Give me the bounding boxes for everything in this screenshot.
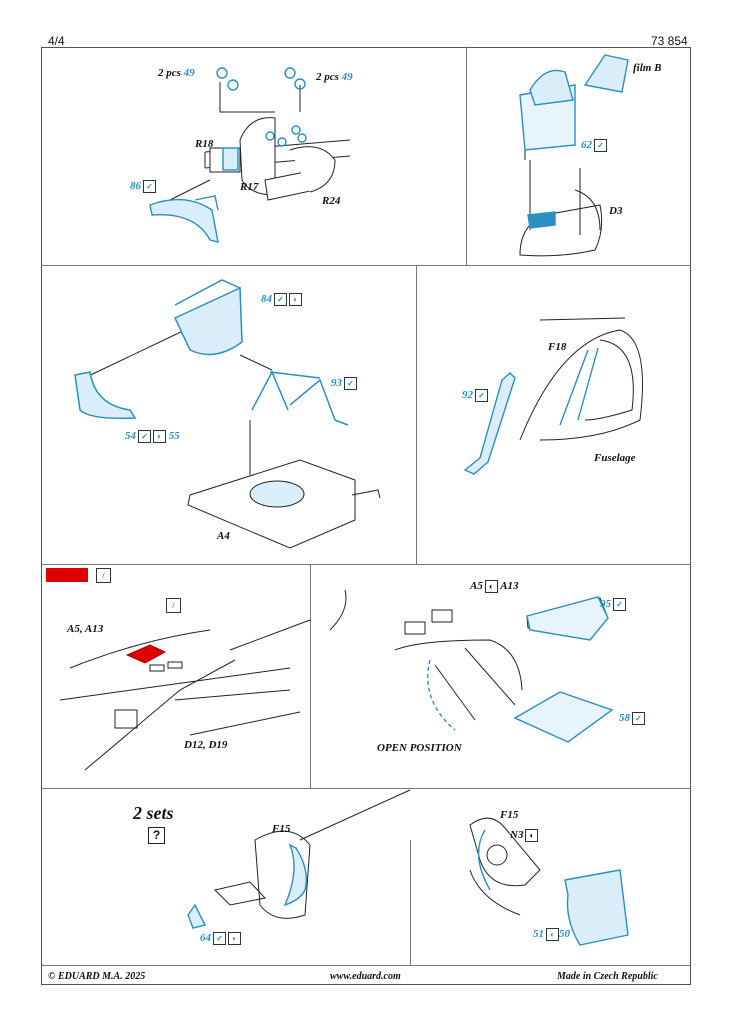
label-2pcs-right: 2 pcs 49 [316,71,353,83]
bend-icon: ✓ [143,180,156,193]
label-part-62: 62✓ [581,139,607,152]
footer-made-in: Made in Czech Republic [557,971,658,982]
bend-icon: ✓ [213,932,226,945]
footer-url: www.eduard.com [330,971,401,982]
label-r18: R18 [195,138,214,150]
divider [310,564,311,788]
bend-icon: ✓ [138,430,151,443]
flip-icon: ◐ [153,430,166,443]
paint-brush-icon: / [96,568,111,583]
flip-icon: ◐ [546,928,559,941]
label-a5-a13: A5, A13 [67,623,104,635]
question-box: ? [148,827,165,844]
label-n3: N3◐ [510,829,539,842]
label-part-54-55: 54✓◐ 55 [125,430,180,443]
label-open-position: OPEN POSITION [377,742,462,754]
label-d12-d19: D12, D19 [184,739,228,751]
label-film-b: film B [633,62,662,74]
bend-icon: ✓ [274,293,287,306]
label-a5-a13-flip: A5◐ A13 [470,580,519,593]
label-f15: F15 [272,823,291,835]
divider [41,788,691,789]
bend-icon: ✓ [594,139,607,152]
divider [466,47,467,265]
product-code: 73 854 [651,34,688,48]
label-part-92: 92✓ [462,389,488,402]
label-part-86: 86✓ [130,180,156,193]
divider [41,564,691,565]
label-part-93: 93✓ [331,377,357,390]
instruction-frame [41,47,691,985]
divider [41,265,691,266]
divider [41,965,691,966]
divider [416,265,417,564]
label-fuselage: Fuselage [594,452,636,464]
label-part-64: 64✓◐ [200,932,241,945]
page-number: 4/4 [48,34,65,48]
label-f18: F18 [548,341,567,353]
label-r17: R17 [240,181,259,193]
label-r24: R24 [322,195,341,207]
flip-icon: ◐ [228,932,241,945]
flip-icon: ◐ [289,293,302,306]
label-part-95: 95✓ [600,598,626,611]
bend-icon: ✓ [344,377,357,390]
footer-copyright: © EDUARD M.A. 2025 [48,971,146,982]
bend-icon: ✓ [475,389,488,402]
flip-icon: ◐ [525,829,539,842]
label-part-84: 84✓◐ [261,293,302,306]
divider [410,840,411,965]
label-part-51-50: 51◐50 [533,928,570,941]
red-color-swatch [46,568,88,582]
bend-icon: ✓ [632,712,645,725]
bend-icon: ✓ [613,598,626,611]
paint-brush-icon: / [166,598,181,613]
label-f15-right: F15 [500,809,519,821]
label-2-sets: 2 sets [133,803,174,823]
label-a4: A4 [217,530,230,542]
label-2pcs-left: 2 pcs 49 [158,67,195,79]
label-part-58: 58✓ [619,712,645,725]
label-d3: D3 [609,205,623,217]
flip-icon: ◐ [484,580,498,593]
